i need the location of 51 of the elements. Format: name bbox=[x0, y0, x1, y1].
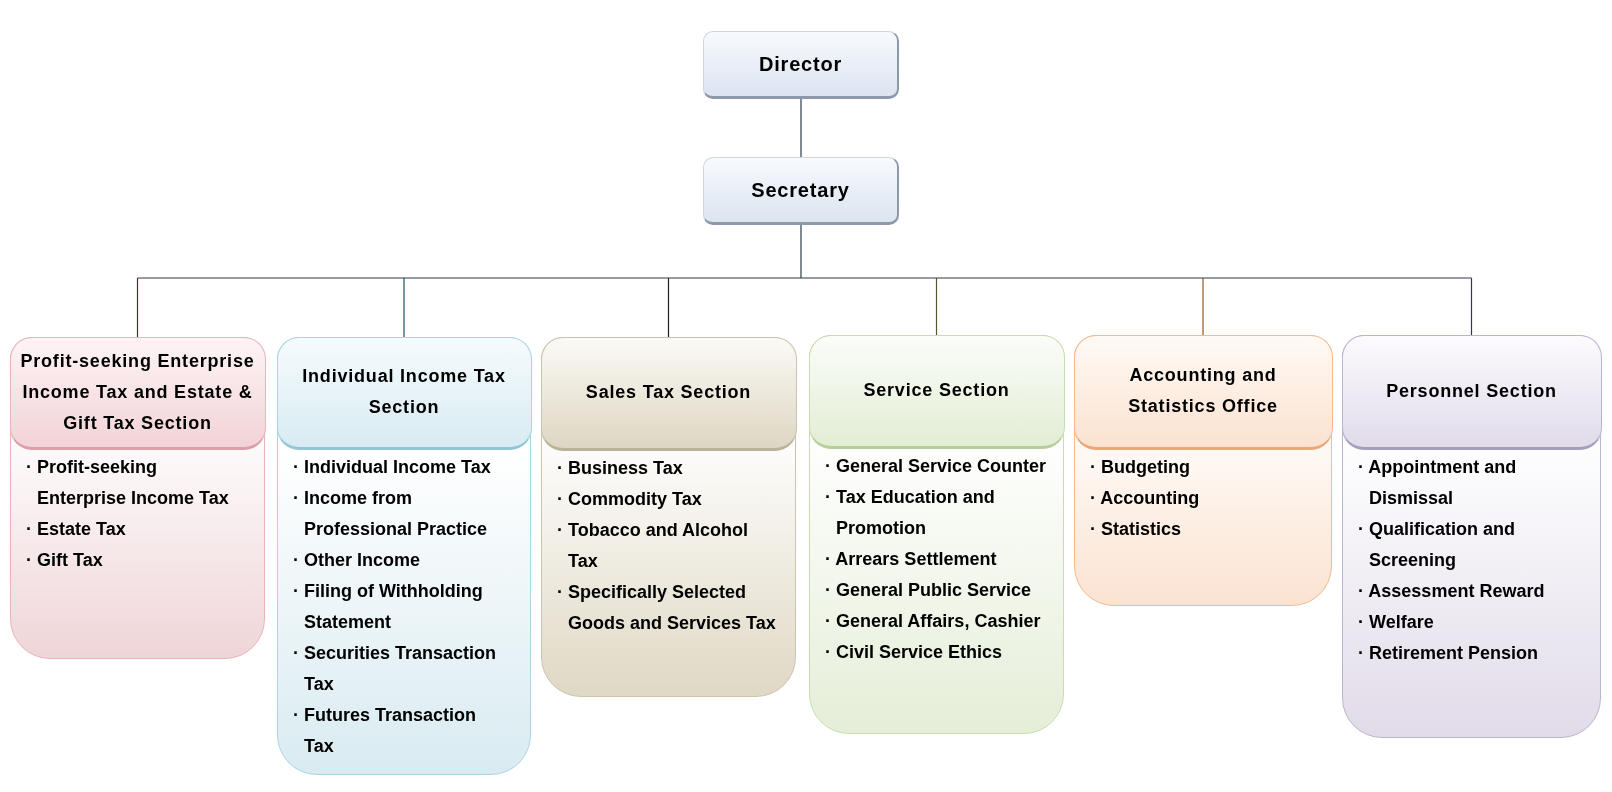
duty-item: · Arrears Settlement bbox=[825, 548, 997, 571]
duty-item: · Appointment and Dismissal bbox=[1358, 456, 1518, 510]
duty-item: · Gift Tax bbox=[26, 549, 103, 572]
duty-item: · Other Income bbox=[293, 549, 421, 572]
connector-line bbox=[1470, 277, 1473, 336]
section-title: Service Section bbox=[863, 379, 1010, 402]
position-title: Secretary bbox=[751, 178, 850, 203]
section-card bbox=[10, 337, 265, 659]
section-title: Individual Income Tax Section bbox=[301, 365, 507, 419]
duty-item: · Budgeting bbox=[1090, 456, 1190, 479]
duty-item: · Tax Education and Promotion bbox=[825, 486, 996, 540]
connector-line bbox=[136, 277, 139, 338]
section-card bbox=[1342, 335, 1601, 738]
duty-item: · General Affairs, Cashier bbox=[825, 610, 1041, 633]
duty-item: · Individual Income Tax bbox=[293, 456, 491, 479]
duty-item: · Futures Transaction Tax bbox=[293, 704, 478, 758]
duty-item: · Commodity Tax bbox=[557, 488, 702, 511]
connector-line bbox=[800, 98, 802, 158]
duty-item: · Tobacco and Alcohol Tax bbox=[557, 519, 749, 573]
duty-item: · Statistics bbox=[1090, 518, 1182, 541]
section-title: Personnel Section bbox=[1386, 379, 1557, 403]
duty-item: · Business Tax bbox=[557, 457, 683, 480]
position-box bbox=[703, 31, 899, 99]
connector-line bbox=[403, 277, 405, 338]
section-title: Accounting and Statistics Office bbox=[1127, 364, 1279, 418]
section-card bbox=[809, 335, 1064, 734]
connector-line bbox=[667, 277, 670, 338]
position-box bbox=[703, 157, 899, 225]
duty-item: · Assessment Reward bbox=[1358, 580, 1545, 603]
duty-item: · Retirement Pension bbox=[1358, 642, 1539, 665]
duty-item: · Profit-seeking Enterprise Income Tax bbox=[26, 456, 230, 510]
duty-item: · Civil Service Ethics bbox=[825, 641, 1003, 664]
section-card bbox=[277, 337, 531, 775]
duty-item: · General Public Service bbox=[825, 579, 1032, 602]
section-card bbox=[541, 337, 796, 697]
section-title: Profit-seeking Enterprise Income Tax and Estate & Gift Tax Section bbox=[19, 349, 256, 435]
duty-item: · Securities Transaction Tax bbox=[293, 642, 498, 696]
duty-item: · Estate Tax bbox=[26, 518, 126, 541]
section-title: Sales Tax Section bbox=[585, 381, 752, 404]
duty-item: · Filing of Withholding Statement bbox=[293, 580, 484, 634]
duty-item: · Specifically Selected Goods and Services Tax bbox=[557, 581, 777, 635]
connector-line bbox=[1202, 277, 1204, 336]
duty-item: · Accounting bbox=[1090, 487, 1200, 510]
duty-item: · Welfare bbox=[1358, 611, 1434, 634]
section-card bbox=[1074, 335, 1332, 606]
connector-line bbox=[136, 224, 1473, 279]
connector-line bbox=[935, 277, 938, 336]
position-title: Director bbox=[758, 52, 843, 77]
duty-item: · Income from Professional Practice bbox=[293, 487, 489, 541]
duty-item: · Qualification and Screening bbox=[1358, 518, 1516, 572]
duty-item: · General Service Counter bbox=[825, 455, 1047, 478]
